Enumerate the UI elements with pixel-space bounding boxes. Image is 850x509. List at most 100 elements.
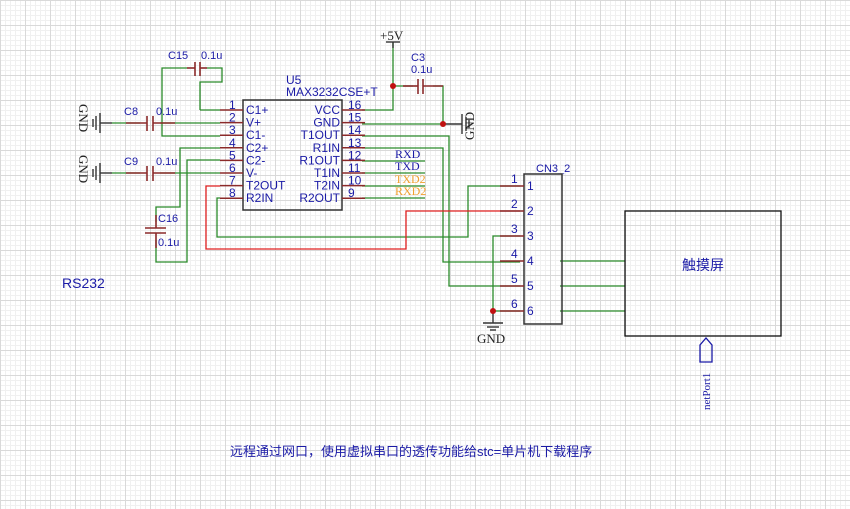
net-label-rxd: RXD <box>395 147 421 161</box>
gnd-c8-label: GND <box>76 104 91 132</box>
wire-c15-pin3 <box>161 67 220 137</box>
ic-pin-name: GND <box>313 116 340 130</box>
ic-left-pins: 1 C1+ 2 V+ 3 C1- 4 C2+ 5 C2- 6 V- 7 T2OUT 8 R2IN <box>220 98 286 205</box>
ic-pin-name: V- <box>246 166 257 180</box>
net-label-rxd2: RXD2 <box>395 184 426 198</box>
connector-pin-number-outer: 1 <box>511 172 518 186</box>
ic-pin-number: 4 <box>229 136 236 150</box>
ic-pin-name: R2IN <box>246 191 273 205</box>
wire-c16-pin5 <box>155 159 220 263</box>
vcc-symbol[interactable]: +5V <box>380 28 404 48</box>
ic-pin-number: 11 <box>348 161 361 175</box>
ic-pin-number: 1 <box>229 98 236 112</box>
gnd-cn-label: GND <box>477 331 505 346</box>
connector-pin-number-inner: 6 <box>527 304 534 318</box>
connector-ref: CN3_2 <box>536 163 570 175</box>
net-port-label: netPort1 <box>701 373 713 410</box>
c8-value: 0.1u <box>156 106 177 118</box>
ic-pin-number: 12 <box>348 148 362 162</box>
ic-ref: U5 <box>286 73 302 87</box>
c15-ref: C15 <box>168 50 188 62</box>
wire-c16-pin4 <box>155 147 220 222</box>
ic-pin-number: 10 <box>348 174 362 188</box>
ic-body <box>242 99 343 211</box>
capacitor-c8[interactable]: C8 0.1u <box>124 106 177 131</box>
gnd-symbol-c9[interactable]: GND <box>76 155 112 183</box>
ic-pin-number: 7 <box>229 174 236 188</box>
connector-pin-number-inner: 4 <box>527 254 534 268</box>
junction-gnd <box>440 121 446 127</box>
red-wires <box>205 185 520 250</box>
wire-t2out-cn2 <box>205 185 520 250</box>
ic-pin-name: T2OUT <box>246 179 286 193</box>
connector-pin-number-outer: 3 <box>511 222 518 236</box>
touchscreen-body <box>624 210 782 337</box>
net-port-icon <box>699 337 713 363</box>
junction-vcc <box>390 83 396 89</box>
connector-pin-number-inner: 2 <box>527 204 534 218</box>
c8-ref: C8 <box>124 106 138 118</box>
wires <box>112 42 625 312</box>
ic-pin-name: C2- <box>246 153 265 167</box>
ic-pin-name: C1- <box>246 128 265 142</box>
ic-pin-number: 9 <box>348 186 355 200</box>
net-label-txd2: TXD2 <box>395 172 426 186</box>
capacitor-c3[interactable]: C3 0.1u <box>403 52 443 94</box>
ic-right-pins: 16VCC15GND14T1OUT13R1IN12R1OUT11T1IN10T2… <box>299 98 365 205</box>
ic-pin-name: T1IN <box>314 166 340 180</box>
wire-r2in-cn1 <box>216 185 520 238</box>
junction-cn-gnd <box>490 308 496 314</box>
ic-part: MAX3232CSE+T <box>286 85 378 99</box>
gnd-ic-label: GND <box>462 112 477 140</box>
gnd-symbol-ic[interactable]: GND <box>443 112 477 140</box>
gnd-symbol-c8[interactable]: GND <box>76 104 112 133</box>
gnd-symbol-connector[interactable]: GND <box>477 311 505 346</box>
connector-pin-number-inner: 3 <box>527 229 534 243</box>
capacitor-c9[interactable]: C9 0.1u <box>124 156 177 181</box>
ic-pin-name: T2IN <box>314 179 340 193</box>
ic-pin-name: C1+ <box>246 103 268 117</box>
ic-pin-name: V+ <box>246 116 261 130</box>
ic-pin-name: R2OUT <box>299 191 340 205</box>
connector-pin-number-outer: 6 <box>511 297 518 311</box>
wire-c15-pin1 <box>199 67 223 110</box>
ic-pin-name: VCC <box>315 103 341 117</box>
ic-pin-number: 13 <box>348 136 362 150</box>
connector-pin-number-inner: 1 <box>527 179 534 193</box>
wire-vcc <box>362 42 394 111</box>
touchscreen-block[interactable]: 触摸屏 netPort1 <box>624 210 782 410</box>
connector-pin-number-outer: 5 <box>511 272 518 286</box>
vcc-label: +5V <box>380 28 404 43</box>
ic-pin-number: 3 <box>229 123 236 137</box>
wire-r1in-cn4 <box>362 147 520 263</box>
connector-pin-number-inner: 5 <box>527 279 534 293</box>
c3-ref: C3 <box>411 52 425 64</box>
c16-ref: C16 <box>158 213 178 225</box>
ic-pin-number: 6 <box>229 161 236 175</box>
ic-pin-number: 2 <box>229 111 236 125</box>
ic-pin-number: 15 <box>348 111 362 125</box>
ic-pin-name: R1OUT <box>299 153 340 167</box>
capacitor-c15[interactable]: C15 0.1u <box>168 50 222 76</box>
connector-body <box>523 173 563 325</box>
c15-value: 0.1u <box>201 50 222 62</box>
ic-pin-number: 5 <box>229 148 236 162</box>
ic-pin-number: 8 <box>229 186 236 200</box>
c3-value: 0.1u <box>411 64 432 76</box>
touchscreen-label: 触摸屏 <box>682 257 724 273</box>
ic-pin-number: 16 <box>348 98 362 112</box>
ic-pin-number: 14 <box>348 123 362 137</box>
ic-pin-name: C2+ <box>246 141 268 155</box>
c16-value: 0.1u <box>158 237 179 249</box>
rs232-label: RS232 <box>62 275 105 291</box>
c9-value: 0.1u <box>156 156 177 168</box>
connector-pin-number-outer: 2 <box>511 197 518 211</box>
gnd-c9-label: GND <box>76 155 91 183</box>
connector-pin-number-outer: 4 <box>511 247 518 261</box>
wire-c3-right <box>433 85 444 124</box>
capacitor-c16[interactable]: C16 0.1u <box>145 213 179 249</box>
